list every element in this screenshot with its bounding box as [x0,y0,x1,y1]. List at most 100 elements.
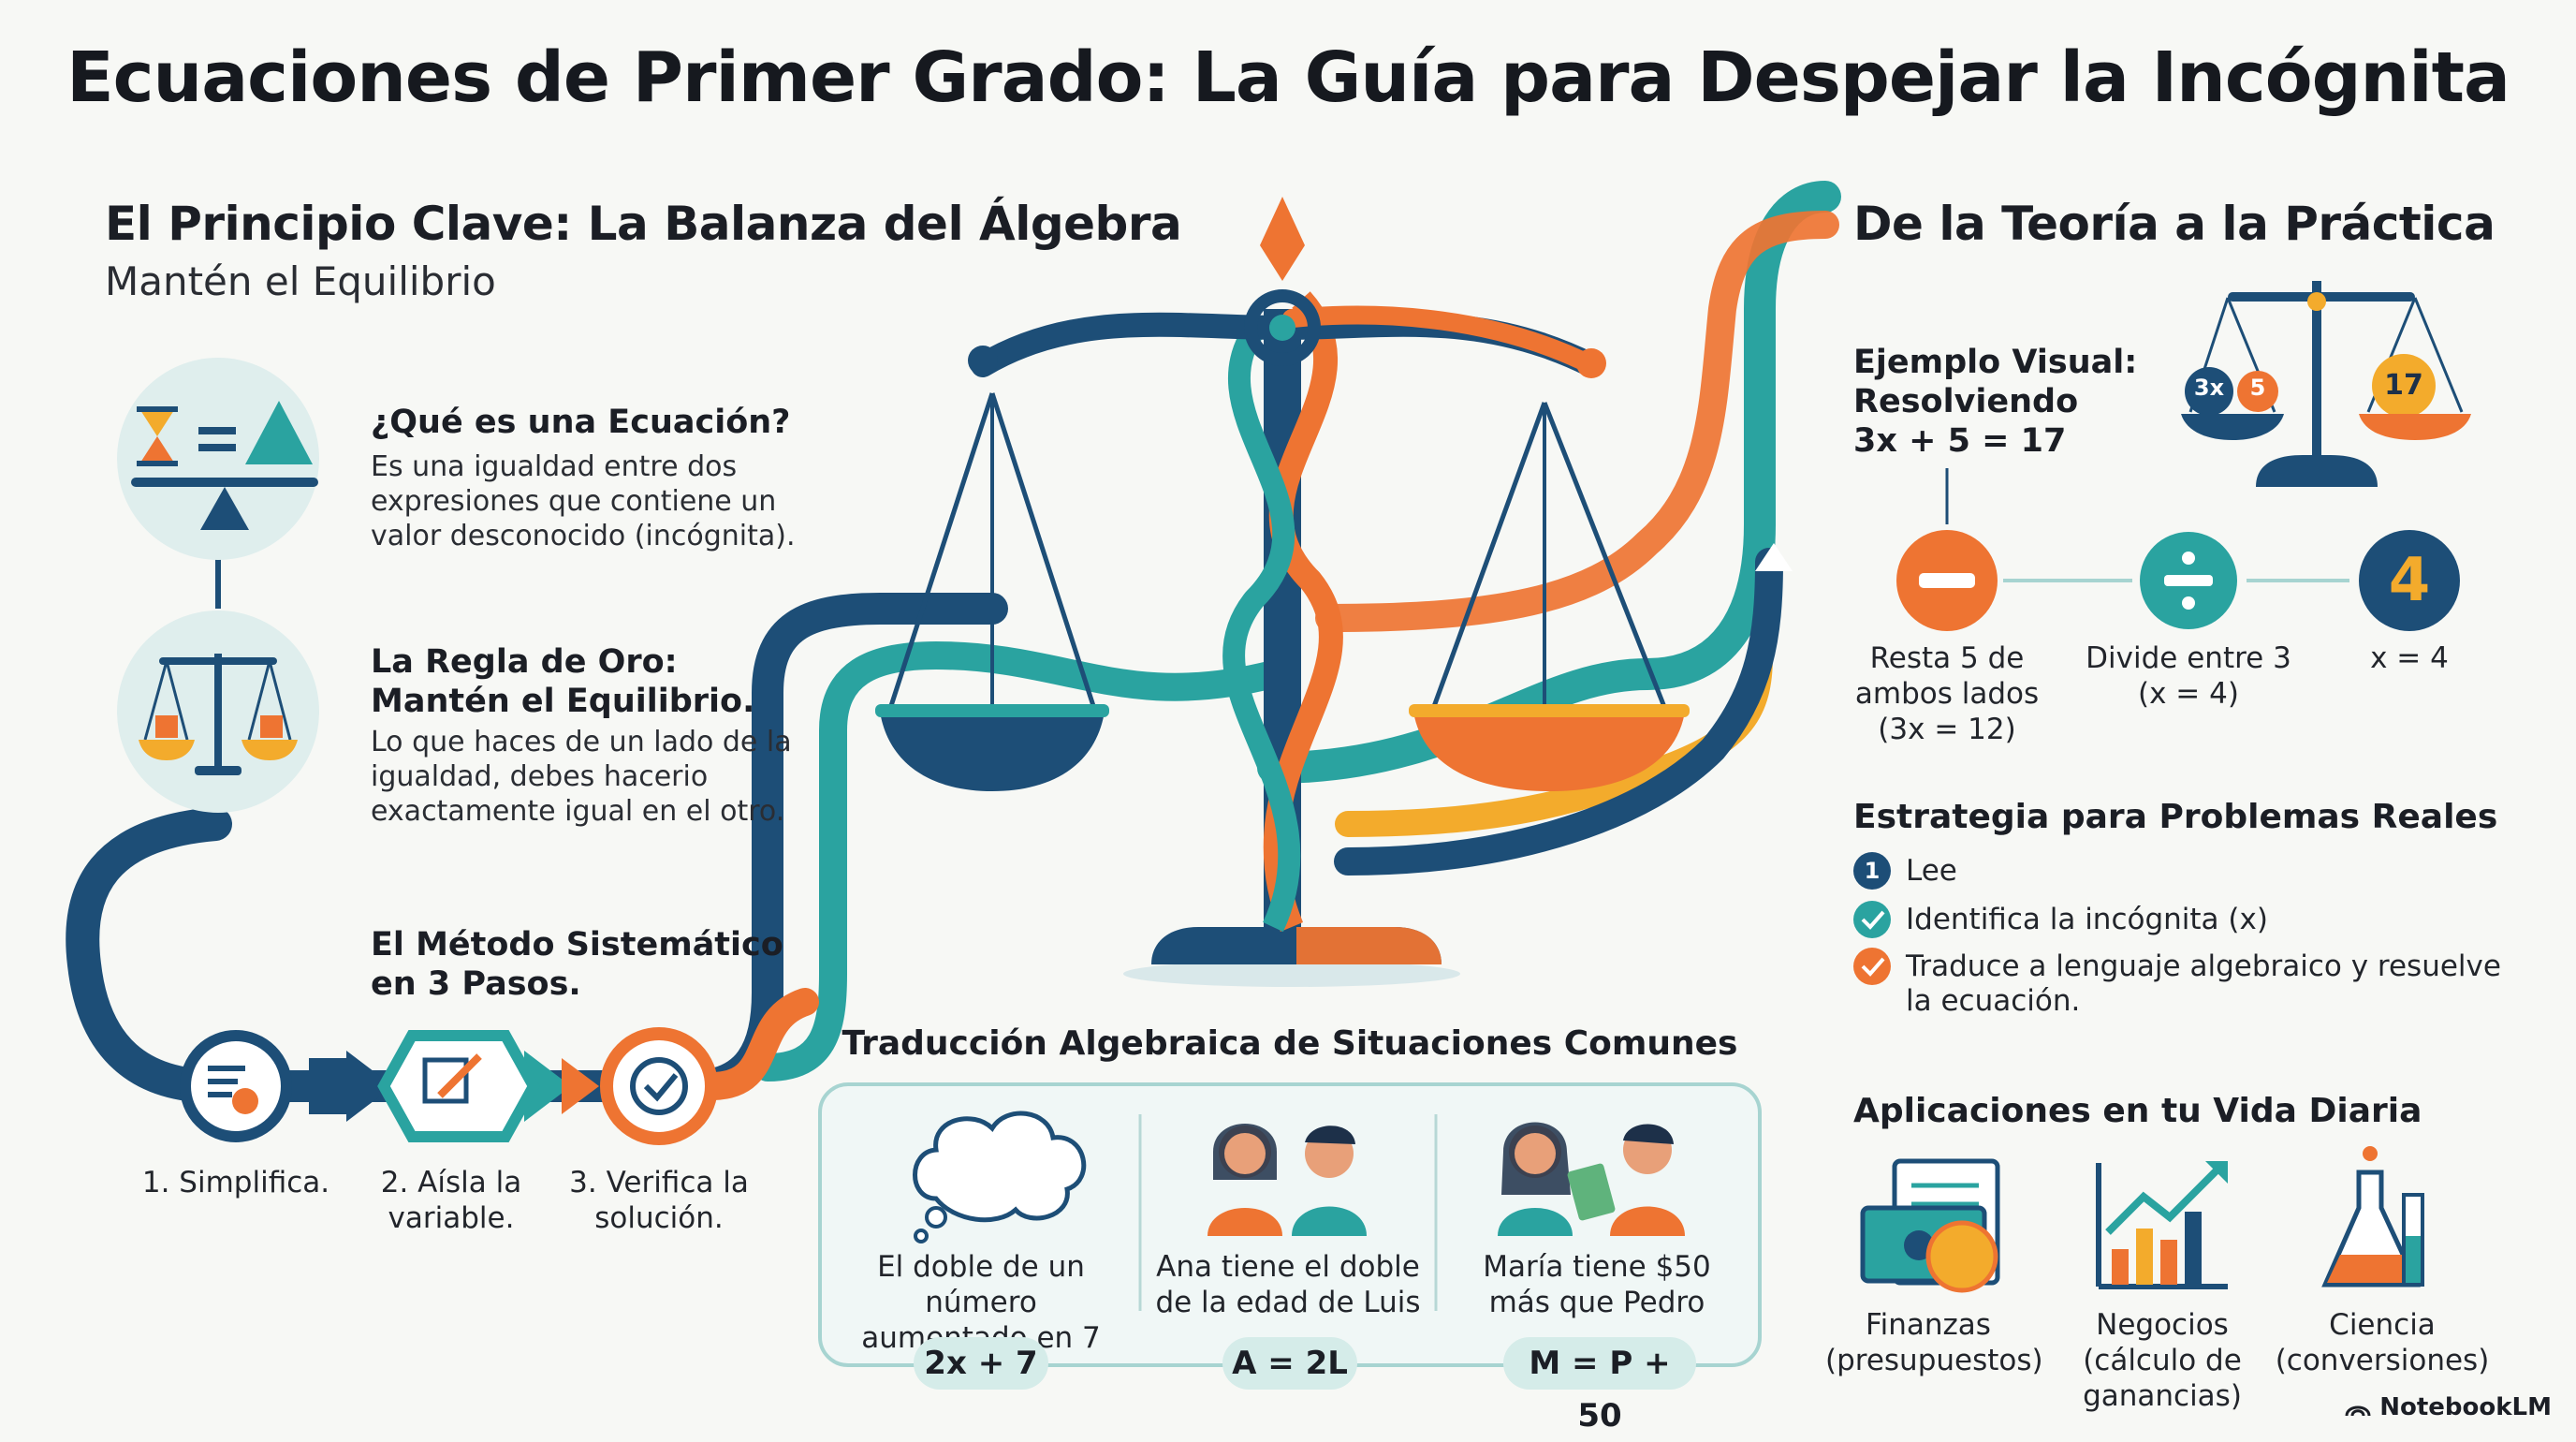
equation-definition-line: valor desconocido (incógnita). [371,520,796,552]
golden-rule-title-line: Mantén el Equilibrio. [371,683,755,720]
strategy-item-2: Identifica la incógnita (x) [1906,903,2268,937]
solve-step-2-label: Divide entre 3 (x = 4) [2076,640,2301,712]
finance-icon [1860,1158,2000,1293]
minus-icon [1896,530,1998,631]
strategy-number-marker [1853,852,1891,890]
scale-left-term: 3x [2193,375,2225,401]
thought-cloud-icon [913,1111,1087,1243]
left-heading: El Principio Clave: La Balanza del Álgeb… [105,197,1182,251]
step-1-label-line: 1. Simplifica. [141,1166,330,1199]
step-2-label: 2. Aísla la variable. [348,1165,554,1236]
app-science-line: Ciencia [2329,1308,2436,1342]
right-navy-ribbon [1334,548,1783,876]
app-science-line: (conversiones) [2275,1344,2490,1377]
right-orange-ribbon [1315,211,1839,632]
result-icon [2359,530,2460,631]
teal-path-ribbon [754,640,1287,1082]
right-heading: De la Teoría a la Práctica [1853,197,2496,251]
golden-rule-body-line: exactamente igual en el otro. [371,795,785,828]
strategy-title: Estrategia para Problemas Reales [1853,798,2498,836]
scale-right-value: 17 [2384,369,2423,402]
step-2-label-line: 2. Aísla la [380,1166,522,1199]
brand-name: NotebookLM [2379,1393,2552,1421]
divide-icon [2140,532,2237,629]
strategy-item-3-line: Traduce a lenguaje algebraico y resuelve [1906,949,2501,983]
golden-rule-body-line: Lo que haces de un lado de la [371,726,792,758]
equation-definition-line: expresiones que contiene un [371,485,777,518]
solve-step-1-line: (3x = 12) [1878,713,2016,746]
golden-rule-body: Lo que haces de un lado de la igualdad, … [371,725,801,829]
app-business-line: ganancias) [2083,1379,2242,1413]
maria-pedro-money-icon [1498,1122,1685,1236]
strategy-check-marker-teal [1853,901,1891,938]
ana-luis-people-icon [1208,1124,1367,1236]
translation-card-3-text: María tiene $50 más que Pedro [1438,1249,1756,1320]
strategy-item-2-text: Identifica la incógnita (x) [1906,903,2268,936]
notebooklm-logo-icon [2345,1405,2371,1417]
scale-left-constant: 5 [2249,375,2266,401]
applications-title: Aplicaciones en tu Vida Diaria [1853,1092,2422,1130]
step-1-label: 1. Simplifica. [124,1165,348,1200]
app-finance-line: Finanzas [1866,1308,1991,1342]
strategy-check-marker-orange [1853,948,1891,985]
solve-step-3-label: x = 4 [2334,640,2484,676]
formula-pill-2: A = 2L [1222,1337,1357,1390]
simplify-step-icon [180,1030,292,1142]
step-3-label-line: 3. Verifica la [569,1166,749,1199]
method-title-line: en 3 Pasos. [371,965,581,1003]
translation-card-2-line: de la edad de Luis [1155,1286,1421,1319]
golden-rule-title: La Regla de Oro: Mantén el Equilibrio. [371,642,754,721]
brand-watermark: NotebookLM [2344,1393,2552,1421]
method-title: El Método Sistemático en 3 Pasos. [371,925,783,1004]
verify-step-icon [600,1027,718,1145]
page-title: Ecuaciones de Primer Grado: La Guía para… [66,37,2510,118]
translation-card-3-line: más que Pedro [1488,1286,1705,1319]
left-subheading: Mantén el Equilibrio [105,258,496,304]
left-s-ribbon [66,807,232,1103]
strategy-item-3-line: la ecuación. [1906,984,2081,1018]
result-glyph: 4 [2388,546,2431,615]
method-title-line: El Método Sistemático [371,926,783,964]
solve-step-1-line: Resta 5 de [1869,641,2025,675]
equation-definition-line: Es una igualdad entre dos [371,450,738,483]
strategy-item-1-text: Lee [1906,854,1957,888]
golden-rule-body-line: igualdad, debes hacerio [371,760,709,793]
business-chart-icon [2096,1161,2228,1289]
equation-question-title: ¿Qué es una Ecuación? [371,404,791,441]
equation-definition: Es una igualdad entre dos expresiones qu… [371,449,801,553]
formula-pill-3: M = P + 50 [1503,1337,1696,1435]
translation-card-2-line: Ana tiene el doble [1156,1250,1420,1284]
central-balance-scale [875,197,1690,987]
app-finance-label: Finanzas (presupuestos) [1825,1307,2043,1378]
translation-card-1-line: El doble de un número [877,1250,1085,1319]
solve-step-1-label: Resta 5 de ambos lados (3x = 12) [1853,640,2041,747]
translation-card-2-text: Ana tiene el doble de la edad de Luis [1142,1249,1434,1320]
orange-path-ribbon [697,988,819,1100]
app-business-line: (cálculo de [2083,1344,2242,1377]
solve-step-1-line: ambos lados [1854,677,2040,711]
app-business-label: Negocios (cálculo de ganancias) [2059,1307,2265,1414]
strategy-item-3: Traduce a lenguaje algebraico y resuelve… [1906,949,2501,1019]
strategy-item-1: Lee [1906,854,1957,889]
translation-card-3-line: María tiene $50 [1483,1250,1711,1284]
translation-heading: Traducción Algebraica de Situaciones Com… [842,1024,1738,1063]
example-title: Ejemplo Visual: Resolviendo 3x + 5 = 17 [1853,343,2137,461]
golden-rule-title-line: La Regla de Oro: [371,643,678,681]
step-3-label: 3. Verifica la solución. [556,1165,762,1236]
rule-scale-circle-icon [117,611,319,813]
app-science-label: Ciencia (conversiones) [2275,1307,2490,1378]
equation-circle-icon [117,358,319,560]
app-finance-line: (presupuestos) [1825,1344,2043,1377]
isolate-step-icon [377,1030,540,1142]
example-title-line: 3x + 5 = 17 [1853,422,2067,460]
solve-step-2-line: (x = 4) [2138,677,2239,711]
formula-pill-1: 2x + 7 [914,1337,1048,1390]
solve-step-3-line: x = 4 [2370,641,2449,675]
app-business-line: Negocios [2096,1308,2229,1342]
science-flask-icon [2321,1146,2424,1288]
step-3-label-line: solución. [594,1201,724,1235]
example-title-line: Ejemplo Visual: [1853,344,2138,381]
strategy-number: 1 [1864,858,1881,884]
